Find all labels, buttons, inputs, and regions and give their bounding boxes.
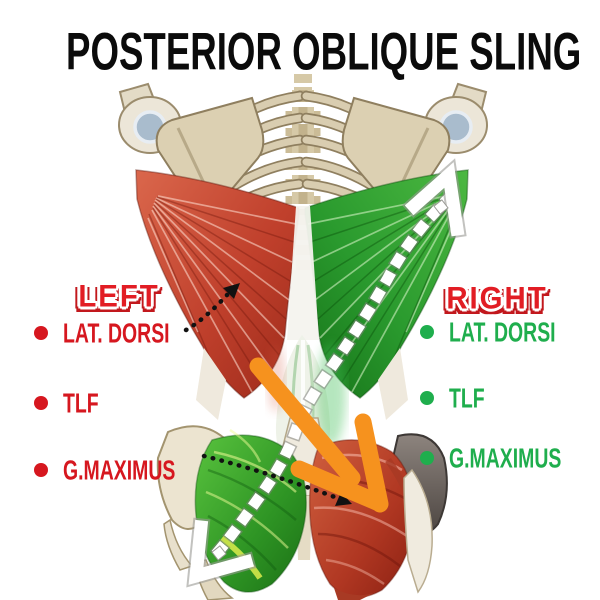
bullet-icon: [420, 391, 434, 405]
left-heading: LEFT: [78, 278, 160, 314]
left-lat-pointer-dotted-arrow: [183, 283, 240, 333]
posterior-sling-dashed-arrow: [207, 188, 459, 563]
right-it-band: [403, 468, 433, 594]
left-item-gmaximus: G.MAXIMUS: [34, 454, 219, 486]
page-title: POSTERIOR OBLIQUE SLING: [66, 21, 582, 81]
right-item-label: G.MAXIMUS: [449, 441, 562, 474]
right-heading: RIGHT: [446, 280, 548, 316]
spine-fascia-strip: [287, 206, 319, 340]
left-item-label: LAT. DORSI: [63, 316, 170, 349]
right-glute-pointer-dotted-arrow: [201, 453, 352, 506]
right-waist: [378, 348, 408, 420]
right-item-tlf: TLF: [420, 382, 498, 414]
bullet-icon: [420, 325, 434, 339]
bullet-icon: [34, 463, 48, 477]
left-waist: [196, 348, 226, 420]
right-item-label: TLF: [449, 381, 485, 414]
bullet-icon: [420, 451, 434, 465]
left-item-tlf: TLF: [34, 387, 112, 419]
bullet-icon: [34, 396, 48, 410]
right-item-label: LAT. DORSI: [449, 315, 556, 348]
right-item-lat-dorsi: LAT. DORSI: [420, 316, 597, 348]
sling-arrowhead-top-right: [402, 158, 467, 239]
right-item-gmaximus: G.MAXIMUS: [420, 442, 600, 474]
sling-arrowhead-bottom-left: [186, 517, 257, 588]
left-item-label: G.MAXIMUS: [63, 453, 176, 486]
orange-force-arrow: [249, 357, 389, 513]
left-item-label: TLF: [63, 386, 99, 419]
bullet-icon: [34, 326, 48, 340]
left-item-lat-dorsi: LAT. DORSI: [34, 317, 211, 349]
